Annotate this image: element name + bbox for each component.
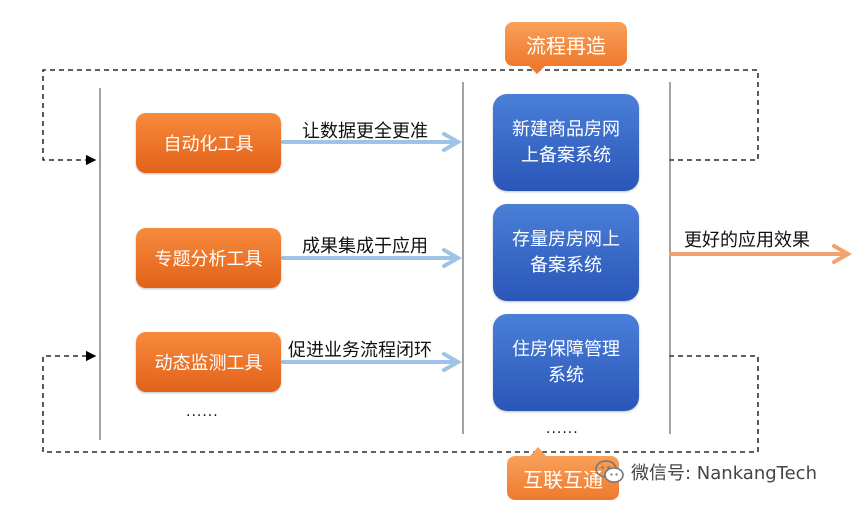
arrow-label: 让数据更全更准 [302,121,428,142]
system-label-line: 新建商品房网 [512,118,620,140]
callout-pointer-top [527,64,547,74]
tools-ellipsis: ...... [186,404,219,420]
system-box-housing-security: 住房保障管理系统 [493,314,639,411]
system-box-new-housing: 新建商品房网上备案系统 [493,94,639,191]
tool-box-monitoring: 动态监测工具 [136,332,281,392]
feedback-loop-top [42,69,759,166]
feedback-loop-bottom [42,350,759,453]
watermark-text: 微信号: NankangTech [631,463,817,484]
system-label-line: 住房保障管理 [512,338,620,360]
system-box-existing-housing: 存量房房网上备案系统 [493,204,639,301]
wechat-icon [595,460,624,483]
system-label-line: 系统 [548,364,584,386]
arrow-label: 成果集成于应用 [302,236,428,257]
result-arrow [669,244,853,264]
tool-box-automation: 自动化工具 [136,113,281,173]
callout-pointer-bottom [528,447,548,458]
system-label-line: 存量房房网上 [512,228,620,250]
result-label: 更好的应用效果 [684,230,810,251]
tool-box-analysis: 专题分析工具 [136,228,281,288]
callout-interconnection: 互联互通 [507,456,619,500]
watermark: 微信号: NankangTech [595,458,817,486]
systems-ellipsis: ...... [546,421,579,437]
tool-arrow [281,132,463,152]
callout-process-reengineering: 流程再造 [505,22,627,66]
arrow-label: 促进业务流程闭环 [288,340,432,361]
system-label-line: 上备案系统 [521,144,611,166]
tool-arrow [281,352,463,372]
system-label-line: 备案系统 [530,254,602,276]
tool-arrow [281,248,463,268]
